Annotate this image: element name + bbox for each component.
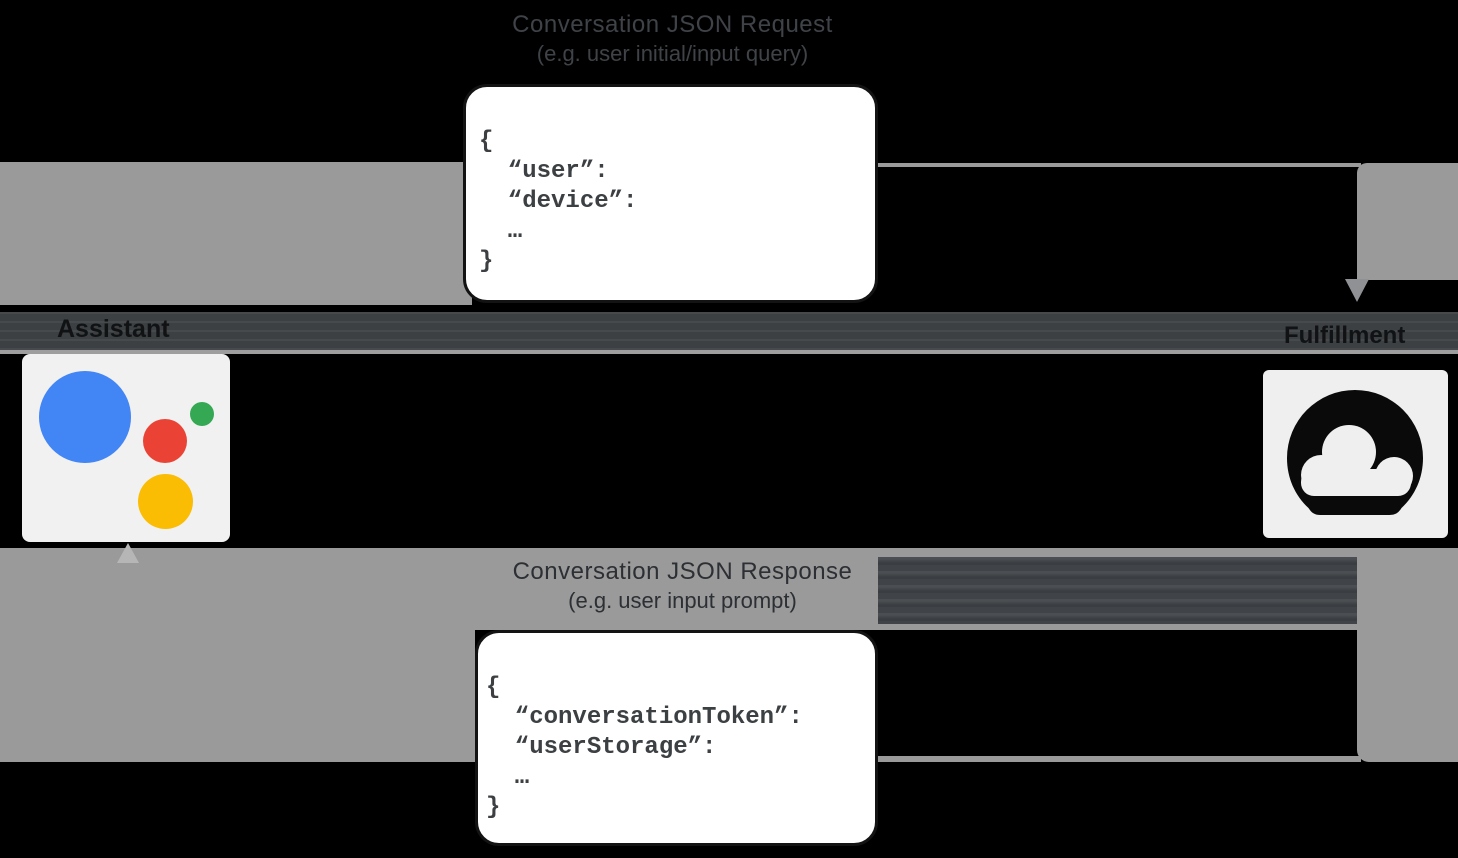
code-line: “conversationToken”:: [486, 704, 803, 731]
band-underline: [0, 350, 1458, 354]
request-arrow-down-segment: [1357, 163, 1458, 280]
code-line: “userStorage”:: [486, 734, 717, 761]
cloud-icon: [1287, 390, 1423, 515]
response-label-line2: (e.g. user input prompt): [568, 588, 797, 613]
response-label: Conversation JSON Response (e.g. user in…: [430, 557, 935, 615]
code-line: …: [479, 218, 523, 245]
request-json-box: { “user”: “device”: … }: [463, 84, 878, 303]
request-label-line2: (e.g. user initial/input query): [536, 41, 809, 66]
fulfillment-label: Fulfillment: [1284, 322, 1406, 349]
response-arrow-left-segment: [0, 548, 475, 762]
code-line: {: [479, 128, 494, 155]
response-band-glitch-stripes: [878, 557, 1357, 624]
arrowhead-up-icon: [117, 543, 139, 563]
request-arrow-left-segment: [0, 162, 472, 305]
response-json-box: { “conversationToken”: “userStorage”: … …: [475, 630, 878, 846]
code-line: {: [486, 674, 501, 701]
request-label-line1: Conversation JSON Request: [512, 11, 833, 38]
arrowhead-down-icon: [1345, 279, 1369, 302]
response-label-line1: Conversation JSON Response: [512, 558, 853, 585]
actors-band: [0, 312, 1458, 350]
assistant-yellow-circle: [138, 474, 193, 529]
fulfillment-tile: [1263, 370, 1448, 538]
assistant-blue-circle: [39, 371, 131, 463]
code-line: }: [486, 794, 501, 821]
code-line: …: [486, 764, 530, 791]
code-line: }: [479, 248, 494, 275]
code-line: “device”:: [479, 188, 638, 215]
request-label: Conversation JSON Request (e.g. user ini…: [400, 10, 945, 68]
google-assistant-icon: [22, 354, 230, 542]
code-line: “user”:: [479, 158, 609, 185]
response-arrow-line: [475, 756, 1361, 762]
response-arrow-right-segment: [1357, 548, 1458, 762]
assistant-label: Assistant: [57, 315, 170, 343]
assistant-green-circle: [190, 402, 214, 426]
assistant-red-circle: [143, 419, 187, 463]
